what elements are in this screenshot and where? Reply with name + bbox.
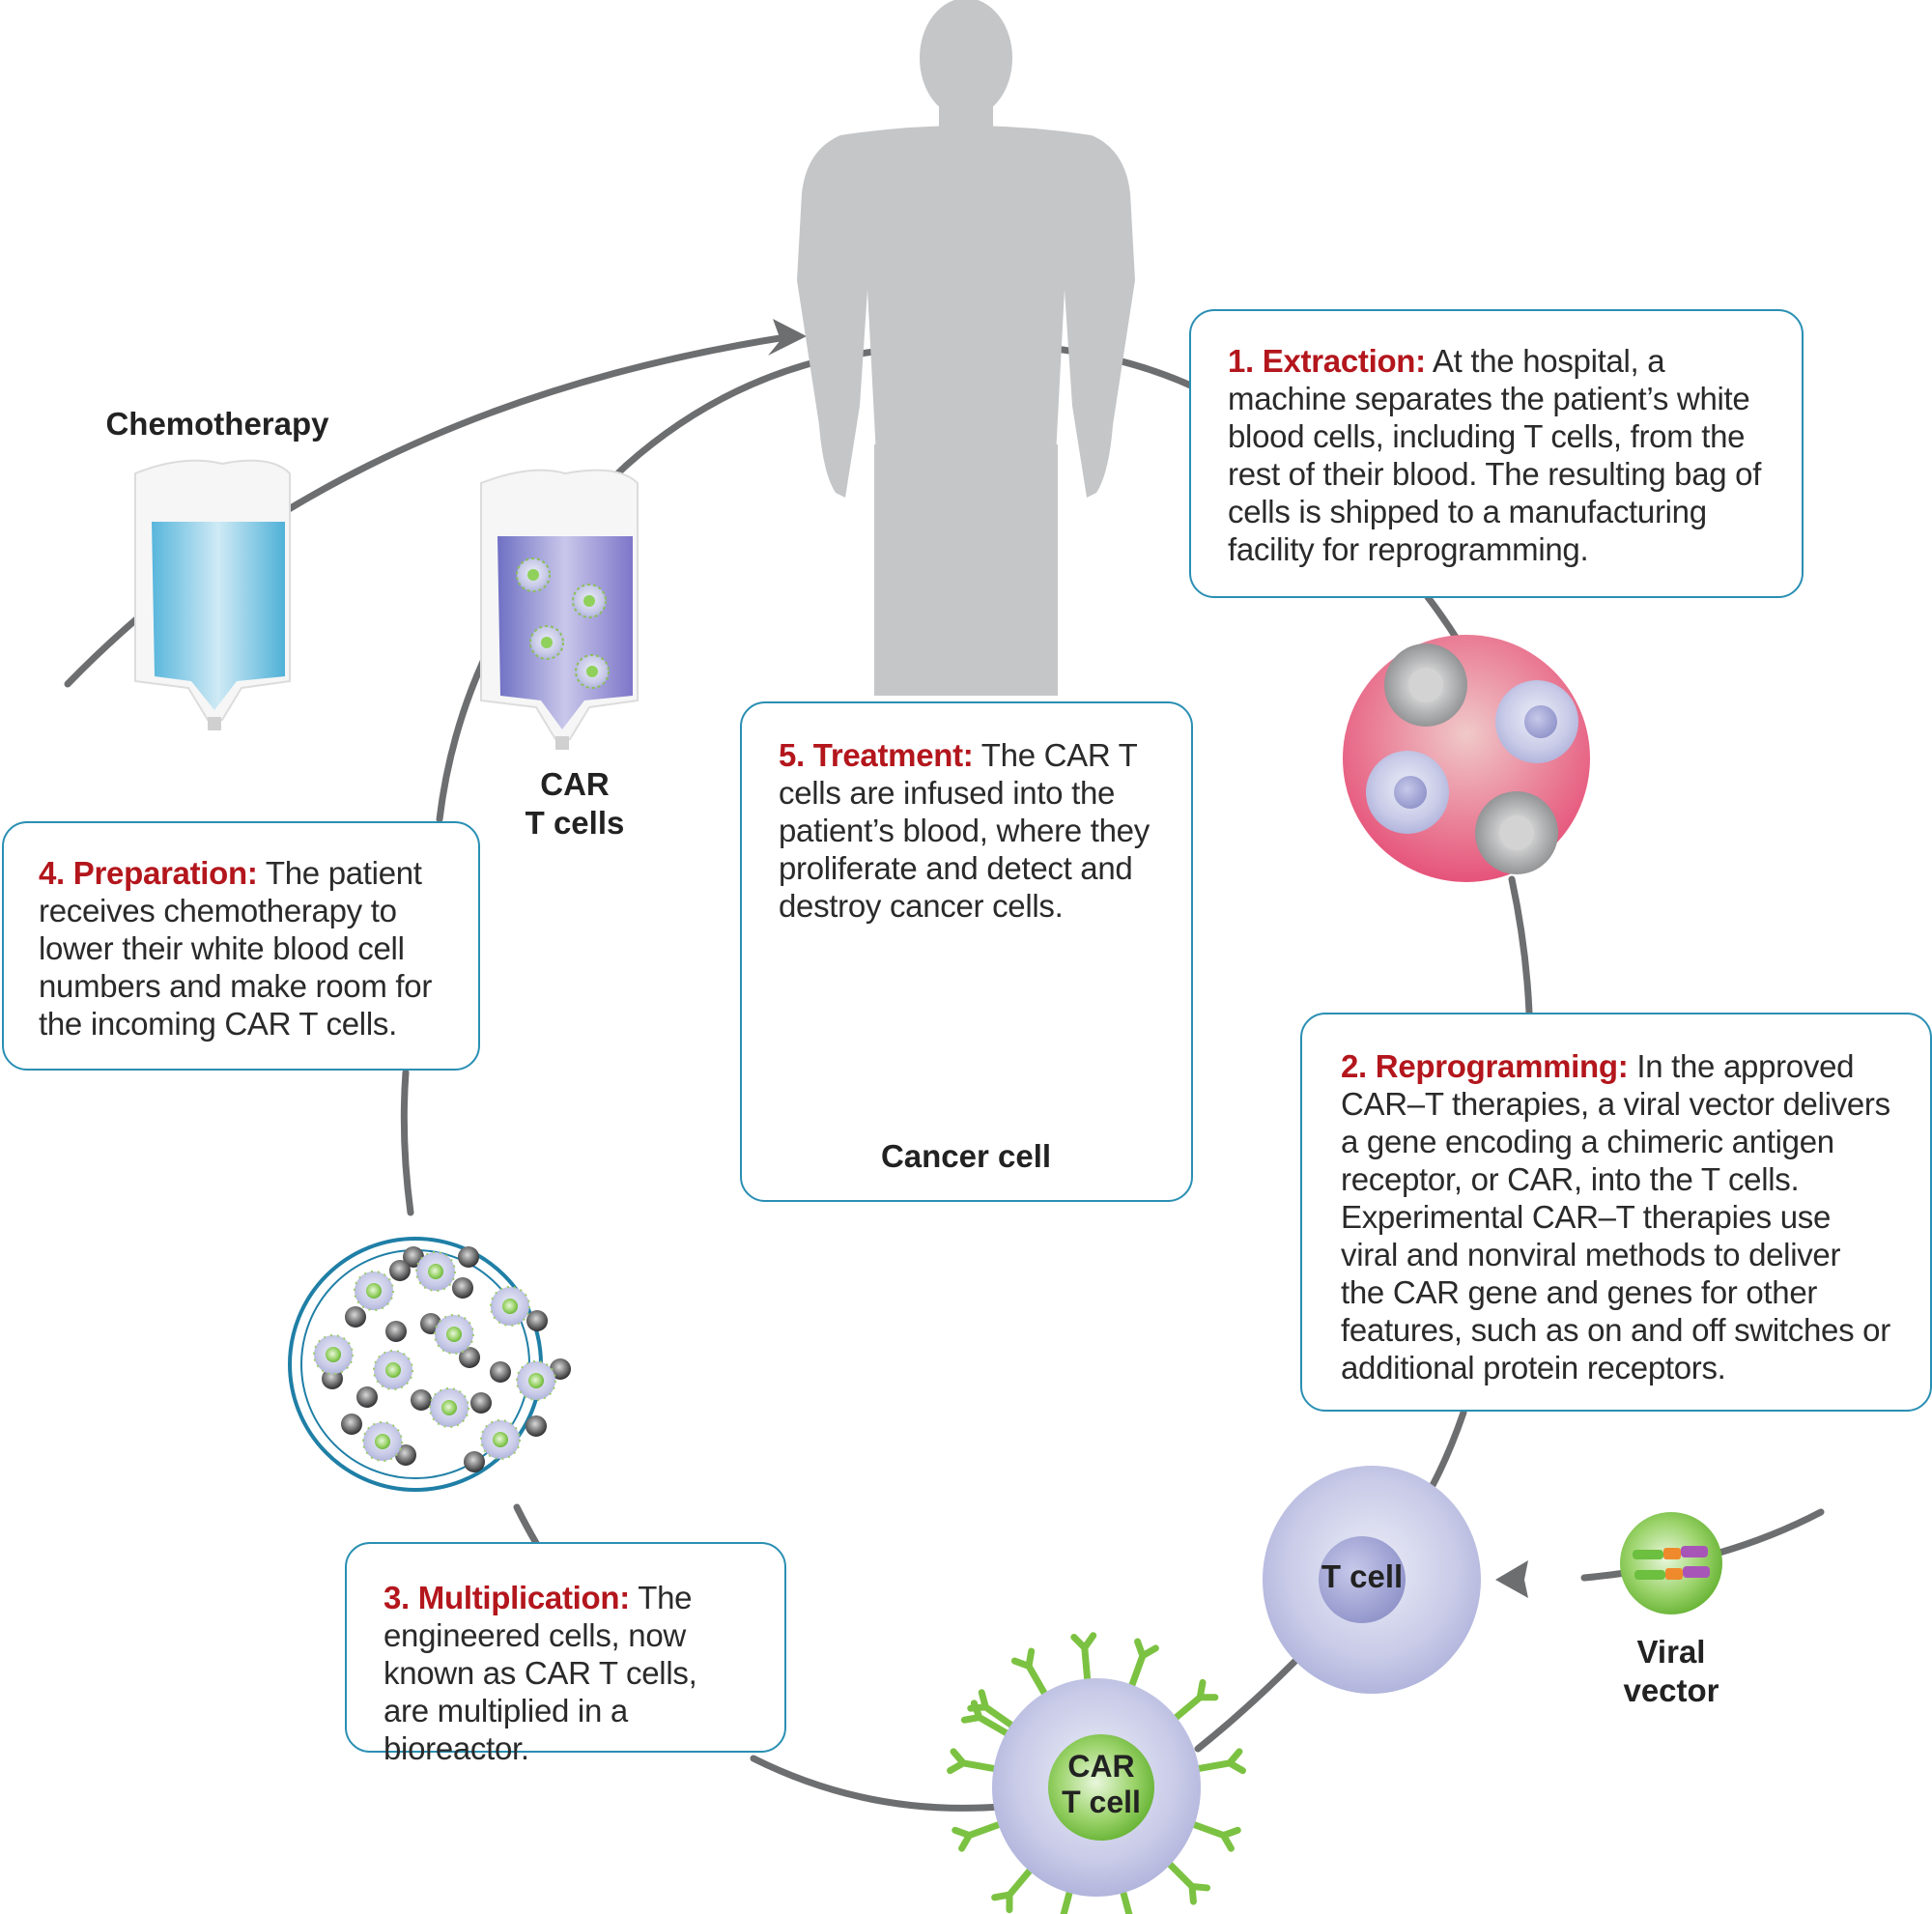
cancer-cell-label: Cancer cell <box>880 1138 1052 1174</box>
car-t-cell-nucleus-icon <box>375 1434 390 1449</box>
extracted-blood-cells-icon <box>1343 635 1590 882</box>
car-t-cell-nucleus-icon <box>528 1373 544 1388</box>
car-t-cell-nucleus-icon <box>502 1299 518 1314</box>
step-5-body: The CAR T cells are infused into the pat… <box>779 737 1150 924</box>
dark-cell-icon <box>490 1361 511 1383</box>
viral-vector-label-line2: vector <box>1623 1672 1719 1708</box>
dark-cell-icon <box>452 1277 473 1299</box>
dark-cell-icon <box>550 1358 571 1380</box>
dark-cell-icon <box>464 1451 485 1472</box>
arrowhead-chemo-icon <box>768 319 807 356</box>
step-1-body: At the hospital, a machine separates the… <box>1228 343 1762 567</box>
car-t-cells-bag-label: CAR T cells <box>502 765 647 843</box>
chemotherapy-bag-icon <box>134 459 291 730</box>
car-t-cell-nucleus-icon <box>326 1347 341 1362</box>
step-4-heading: 4. Preparation: <box>39 855 258 891</box>
step-4-preparation-box: 4. Preparation: The patient receives che… <box>2 821 480 1071</box>
step-5-treatment-box: 5. Treatment: The CAR T cells are infuse… <box>740 701 1193 1202</box>
path-bioreactor-to-preparation <box>400 1069 414 1216</box>
car-t-cell-nucleus-icon <box>446 1327 462 1342</box>
car-t-cells-bag-label-line2: T cells <box>525 805 625 841</box>
step-4-body: The patient receives chemotherapy to low… <box>39 855 433 1042</box>
path-blood-to-reprogramming <box>1508 875 1533 1016</box>
step-5-heading: 5. Treatment: <box>779 737 974 773</box>
dark-cell-icon <box>322 1368 343 1389</box>
car-receptor-icon <box>1127 1638 1159 1692</box>
dark-cell-icon <box>459 1347 480 1368</box>
dark-cell-icon <box>341 1414 362 1435</box>
t-cell-icon <box>1263 1466 1481 1694</box>
car-t-cell-nucleus-icon <box>428 1264 443 1279</box>
car-receptor-icon <box>952 1820 1005 1852</box>
dark-cell-icon <box>411 1389 432 1411</box>
car-receptor-icon <box>967 1689 1017 1730</box>
car-t-cells-bag-icon <box>480 469 639 750</box>
car-receptor-icon <box>1070 1632 1097 1685</box>
car-receptor-icon <box>1170 1678 1219 1723</box>
step-2-body: In the approved CAR–T therapies, a viral… <box>1341 1048 1890 1386</box>
path-multiplication-to-bioreactor <box>513 1503 540 1547</box>
step-3-heading: 3. Multiplication: <box>384 1580 630 1615</box>
car-receptor-icon <box>947 1748 1001 1775</box>
dark-cell-icon <box>389 1260 411 1281</box>
car-t-cell-label-line2: T cell <box>1062 1785 1141 1819</box>
car-receptor-icon <box>991 1865 1036 1914</box>
car-receptor-icon <box>1010 1647 1049 1700</box>
step-2-reprogramming-box: 2. Reprogramming: In the approved CAR–T … <box>1300 1013 1932 1412</box>
path-tcell-to-cart <box>1194 1658 1298 1753</box>
dark-cell-icon <box>470 1392 492 1414</box>
dark-cell-icon <box>345 1306 366 1328</box>
car-t-cell-nucleus-icon <box>385 1362 401 1378</box>
path-cart-to-multiplication <box>750 1755 1004 1812</box>
viral-vector-icon <box>1620 1512 1722 1614</box>
car-t-cells-bag-label-line1: CAR <box>540 766 610 802</box>
dark-cell-icon <box>526 1310 548 1331</box>
dark-cell-icon <box>526 1415 547 1437</box>
bioreactor-dish-icon <box>288 1237 571 1492</box>
step-3-multiplication-box: 3. Multiplication: The engineered cells,… <box>345 1542 786 1766</box>
t-cell-label: T cell <box>1321 1558 1404 1594</box>
car-receptor-icon <box>1164 1859 1211 1905</box>
car-t-cell-nucleus-icon <box>366 1283 382 1299</box>
car-receptor-icon <box>1119 1886 1133 1914</box>
car-t-cell-icon <box>947 1632 1246 1914</box>
car-t-cell-nucleus-icon <box>493 1432 508 1447</box>
dark-cell-icon <box>458 1246 479 1268</box>
bag-car-t-cell-icons <box>516 557 610 689</box>
viral-vector-label: Viral vector <box>1613 1633 1729 1710</box>
car-t-cell-nucleus-icon <box>441 1400 457 1415</box>
patient-silhouette-icon <box>797 0 1135 696</box>
car-t-cell-label: CAR T cell <box>1053 1749 1150 1820</box>
chemotherapy-label: Chemotherapy <box>105 406 329 442</box>
step-1-extraction-box: 1. Extraction: At the hospital, a machin… <box>1189 309 1804 598</box>
step-3-body: The engineered cells, now known as CAR T… <box>384 1580 697 1766</box>
viral-vector-label-line1: Viral <box>1636 1634 1706 1670</box>
car-t-cell-label-line1: CAR <box>1067 1749 1135 1784</box>
car-receptor-icon <box>1060 1886 1074 1914</box>
arrowhead-viral-icon <box>1495 1560 1528 1598</box>
step-1-heading: 1. Extraction: <box>1228 343 1426 379</box>
dark-cell-icon <box>385 1321 407 1342</box>
car-receptor-icon <box>1192 1748 1246 1775</box>
dark-cell-icon <box>356 1386 378 1408</box>
car-receptor-icon <box>1188 1820 1241 1852</box>
step-2-heading: 2. Reprogramming: <box>1341 1048 1629 1084</box>
